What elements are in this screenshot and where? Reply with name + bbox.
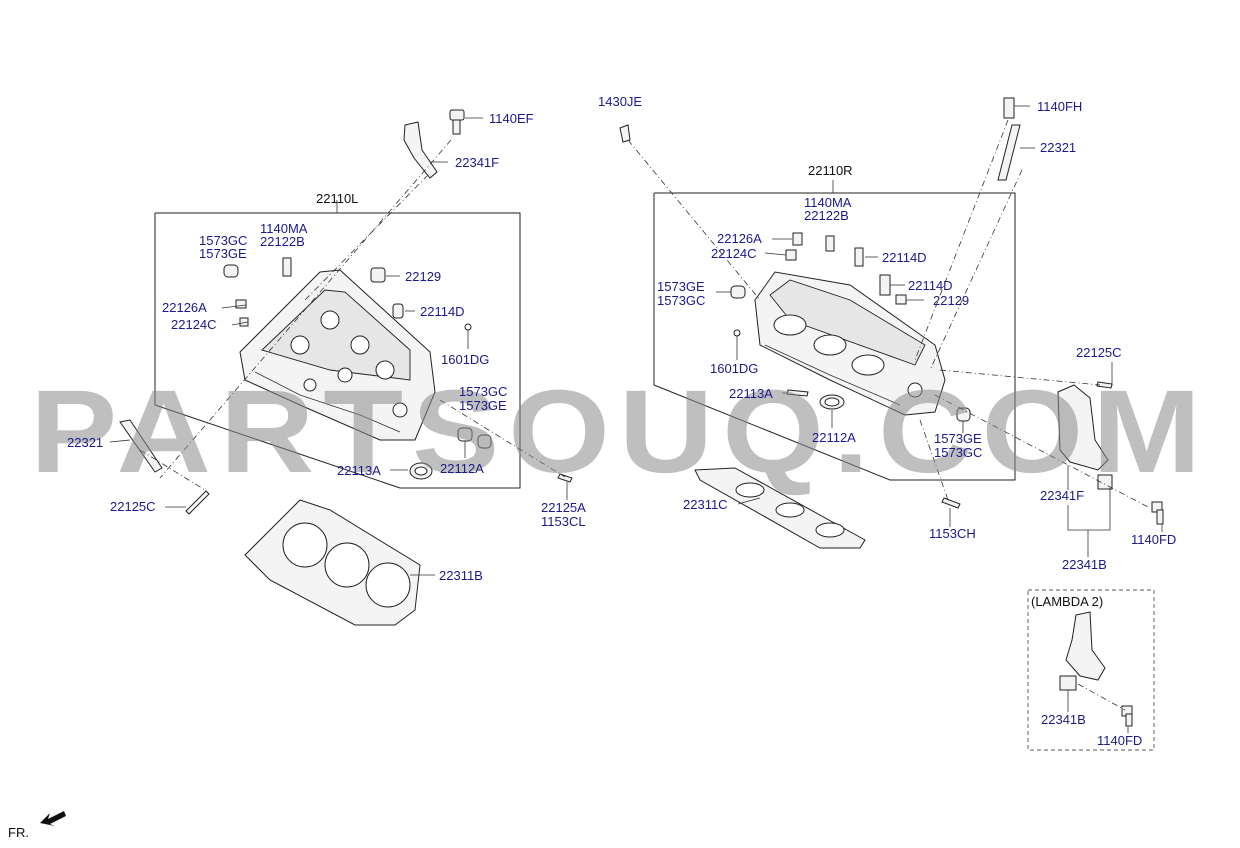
label-22124C[interactable]: 22124C [171,317,217,332]
label-22112A[interactable]: 22112A [440,461,484,476]
label-1153CH[interactable]: 1153CH [929,526,976,541]
left-head-gasket [244,499,421,626]
label-22321[interactable]: 22321 [67,435,103,450]
label-22311B[interactable]: 22311B [439,568,483,583]
label-1573GE-r2[interactable]: 1573GE [934,431,982,446]
label-1573GC-r2[interactable]: 1573GC [934,445,982,460]
label-22126A-r[interactable]: 22126A [717,231,762,246]
lambda-group [1027,589,1155,751]
label-22341F-r[interactable]: 22341F [1040,488,1084,503]
left-cylinder-head [239,269,436,441]
label-22114D-r2[interactable]: 22114D [908,278,953,293]
label-22341B-lambda[interactable]: 22341B [1041,712,1086,727]
front-indicator: FR. [8,811,66,840]
label-22110L[interactable]: 22110L [316,191,358,206]
label-1140MA[interactable]: 1140MA [260,221,308,236]
left-head-group [109,109,573,626]
label-1601DG[interactable]: 1601DG [441,352,489,367]
label-22125C[interactable]: 22125C [110,499,156,514]
label-1601DG-r[interactable]: 1601DG [710,361,758,376]
lambda-labels: (LAMBDA 2) 22341B 1140FD [1031,594,1142,748]
right-head-group [619,97,1164,557]
label-22321-r[interactable]: 22321 [1040,140,1076,155]
label-22113A-r[interactable]: 22113A [729,386,773,401]
label-22114D[interactable]: 22114D [420,304,465,319]
label-22122B[interactable]: 22122B [260,234,305,249]
label-22122B-r[interactable]: 22122B [804,208,849,223]
label-1140MA-r[interactable]: 1140MA [804,195,852,210]
label-22110R[interactable]: 22110R [808,163,853,178]
label-22124C-r[interactable]: 22124C [711,246,757,261]
label-22341F[interactable]: 22341F [455,155,499,170]
label-1573GC-2[interactable]: 1573GC [459,384,507,399]
label-1573GE-r1[interactable]: 1573GE [657,279,705,294]
right-group-frame [653,192,1016,481]
fr-arrow-icon [40,811,66,826]
label-22311C[interactable]: 22311C [683,497,728,512]
label-1430JE[interactable]: 1430JE [598,94,642,109]
label-lambda-2: (LAMBDA 2) [1031,594,1103,609]
label-1573GC-r1[interactable]: 1573GC [657,293,705,308]
label-22341B-r[interactable]: 22341B [1062,557,1107,572]
label-1153CL[interactable]: 1153CL [541,514,586,529]
label-22126A[interactable]: 22126A [162,300,207,315]
left-labels: 22110L 1140EF 22341F 1573GC 1573GE 1140M… [67,111,586,583]
label-1140FH[interactable]: 1140FH [1037,99,1082,114]
right-head-gasket [694,467,866,549]
label-1573GC[interactable]: 1573GC [199,233,247,248]
right-labels: 22110R 1430JE 1140FH 22321 1140MA 22122B… [598,94,1176,572]
label-1140FD-lambda[interactable]: 1140FD [1097,733,1142,748]
label-22113A[interactable]: 22113A [337,463,381,478]
label-22129-r[interactable]: 22129 [933,293,969,308]
right-cylinder-head [754,271,946,416]
left-group-frame [154,212,521,489]
lambda-frame [1027,589,1155,751]
label-22112A-r[interactable]: 22112A [812,430,856,445]
label-22125C-r[interactable]: 22125C [1076,345,1122,360]
label-22129[interactable]: 22129 [405,269,441,284]
label-1140FD-r[interactable]: 1140FD [1131,532,1176,547]
label-1573GE[interactable]: 1573GE [199,246,247,261]
left-small-parts [119,109,573,515]
label-22125A[interactable]: 22125A [541,500,586,515]
label-1573GE-2[interactable]: 1573GE [459,398,507,413]
watermark-text: PARTSOUQ.COM [30,366,1210,498]
fr-label: FR. [8,825,29,840]
label-1140EF[interactable]: 1140EF [489,111,534,126]
right-small-parts [619,97,1164,525]
label-22114D-r1[interactable]: 22114D [882,250,927,265]
